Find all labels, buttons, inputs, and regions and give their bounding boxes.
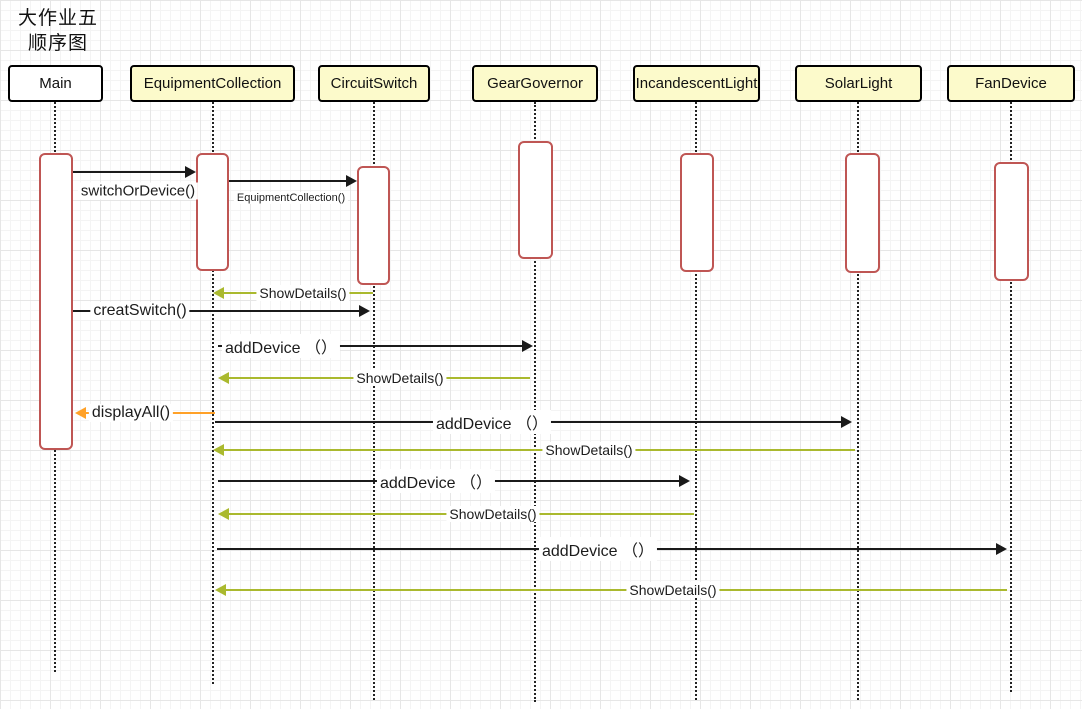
message-line-3[interactable] (73, 310, 361, 312)
diagram-title-line2: 顺序图 (27, 33, 88, 54)
lifeline-solar-light[interactable] (857, 102, 859, 700)
arrowhead-3 (359, 305, 370, 317)
arrowhead-9 (679, 475, 690, 487)
lifeline-circuit-switch[interactable] (373, 102, 375, 700)
message-label-6: displayAll() (88, 404, 174, 422)
diagram-title[interactable]: 大作业五 顺序图 (10, 6, 106, 56)
arrowhead-0 (185, 166, 196, 178)
activation-bar-equipment-collection[interactable] (196, 153, 229, 271)
activation-bar-solar-light[interactable] (845, 153, 880, 273)
activation-bar-circuit-switch[interactable] (357, 166, 390, 285)
message-label-5: ShowDetails() (353, 370, 447, 386)
actor-label-equipment-collection: EquipmentCollection (143, 75, 282, 92)
activation-bar-incandescent-light[interactable] (680, 153, 714, 272)
message-label-0: switchOrDevice() (77, 182, 199, 200)
message-line-0[interactable] (73, 171, 187, 173)
activation-bar-main[interactable] (39, 153, 73, 450)
arrowhead-1 (346, 175, 357, 187)
actor-incandescent-light[interactable]: IncandescentLight (633, 65, 760, 102)
message-label-10: ShowDetails() (446, 506, 540, 522)
message-label-9: addDevice （） (376, 469, 496, 493)
actor-label-incandescent-light: IncandescentLight (635, 75, 758, 92)
actor-label-gear-governor: GearGovernor (487, 75, 583, 92)
lifeline-incandescent-light[interactable] (695, 102, 697, 700)
message-label-1: EquipmentCollection() (233, 192, 349, 204)
lifeline-gear-governor[interactable] (534, 102, 536, 702)
actor-label-main: Main (39, 75, 72, 92)
actor-label-solar-light: SolarLight (824, 75, 893, 92)
actor-solar-light[interactable]: SolarLight (795, 65, 922, 102)
arrowhead-5 (218, 372, 229, 384)
diagram-title-line1: 大作业五 (17, 8, 98, 29)
lifeline-equipment-collection[interactable] (212, 102, 214, 684)
actor-gear-governor[interactable]: GearGovernor (472, 65, 598, 102)
arrowhead-11 (996, 543, 1007, 555)
message-label-8: ShowDetails() (542, 442, 636, 458)
actor-main[interactable]: Main (8, 65, 103, 102)
message-line-8[interactable] (222, 449, 855, 451)
message-label-3: creatSwitch() (90, 302, 190, 320)
arrowhead-8 (213, 444, 224, 456)
lifeline-fan-device[interactable] (1010, 102, 1012, 692)
message-line-1[interactable] (229, 180, 348, 182)
actor-label-circuit-switch: CircuitSwitch (330, 75, 418, 92)
message-label-4: addDevice （） (221, 334, 341, 358)
actor-equipment-collection[interactable]: EquipmentCollection (130, 65, 295, 102)
actor-circuit-switch[interactable]: CircuitSwitch (318, 65, 430, 102)
arrowhead-7 (841, 416, 852, 428)
message-label-12: ShowDetails() (626, 582, 720, 598)
activation-bar-gear-governor[interactable] (518, 141, 553, 259)
message-label-11: addDevice （） (538, 537, 658, 561)
message-line-4[interactable] (218, 345, 524, 347)
message-label-7: addDevice （） (432, 410, 552, 434)
arrowhead-10 (218, 508, 229, 520)
activation-bar-fan-device[interactable] (994, 162, 1029, 281)
actor-label-fan-device: FanDevice (975, 75, 1047, 92)
arrowhead-4 (522, 340, 533, 352)
actor-fan-device[interactable]: FanDevice (947, 65, 1075, 102)
arrowhead-2 (213, 287, 224, 299)
arrowhead-12 (215, 584, 226, 596)
arrowhead-6 (75, 407, 86, 419)
message-line-12[interactable] (224, 589, 1007, 591)
message-label-2: ShowDetails() (256, 285, 350, 301)
